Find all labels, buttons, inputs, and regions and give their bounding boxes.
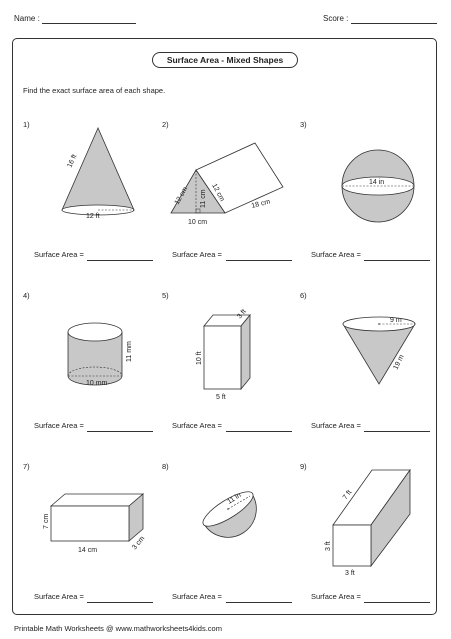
answer-field[interactable]: [364, 602, 430, 603]
cone-slant-label: 16 ft: [66, 153, 78, 168]
answer-field[interactable]: [364, 260, 430, 261]
answer-field[interactable]: [364, 431, 430, 432]
problem-number: 3): [300, 120, 307, 129]
problem-number: 7): [23, 462, 30, 471]
answer-field[interactable]: [226, 602, 292, 603]
horizontal-prism-figure: 7 cm 14 cm 3 cm: [43, 493, 146, 554]
oblique-prism-figure: 7 ft 3 ft 3 ft: [325, 468, 411, 577]
answer-label: Surface Area =: [34, 592, 84, 601]
cone-figure: 16 ft 12 ft: [61, 127, 135, 220]
problem-number: 4): [23, 291, 30, 300]
answer-label: Surface Area =: [311, 592, 361, 601]
problem-number: 2): [162, 120, 169, 129]
prism-length-label: 14 cm: [78, 547, 97, 554]
problem-number: 9): [300, 462, 307, 471]
score-label: Score :: [323, 14, 349, 23]
answer-label: Surface Area =: [172, 250, 222, 259]
problem-number: 6): [300, 291, 307, 300]
answer-label: Surface Area =: [311, 250, 361, 259]
prism-length-label: 7 ft: [342, 489, 353, 501]
answer-label: Surface Area =: [311, 421, 361, 430]
prism-height-label: 10 ft: [196, 351, 203, 365]
cylinder-figure: 11 mm 10 mm: [67, 322, 133, 387]
prism-width-label: 5 ft: [216, 394, 226, 401]
answer-label: Surface Area =: [172, 592, 222, 601]
inverted-cone-figure: 9 m 19 m: [342, 316, 416, 385]
answer-field[interactable]: [87, 602, 153, 603]
prism-width-label: 3 ft: [345, 570, 355, 577]
worksheet-title: Surface Area - Mixed Shapes: [152, 52, 298, 68]
prism-depth-label: 3 ft: [236, 308, 248, 320]
answer-label: Surface Area =: [34, 421, 84, 430]
sphere-diameter-label: 14 in: [369, 179, 384, 186]
prism-height-label: 7 cm: [43, 514, 50, 529]
cone-radius-label: 9 m: [390, 317, 402, 324]
score-field[interactable]: [351, 23, 437, 24]
problem-number: 5): [162, 291, 169, 300]
answer-field[interactable]: [226, 431, 292, 432]
answer-label: Surface Area =: [34, 250, 84, 259]
prism-height-label: 11 cm: [200, 189, 207, 208]
instructions: Find the exact surface area of each shap…: [23, 86, 166, 95]
name-field[interactable]: [42, 23, 136, 24]
triangular-prism-figure: 12 cm 11 cm 12 cm 10 cm 18 cm: [170, 142, 284, 226]
answer-field[interactable]: [226, 260, 292, 261]
cylinder-diameter-label: 10 mm: [86, 380, 108, 387]
sphere-figure: 14 in: [341, 149, 415, 223]
problem-number: 8): [162, 462, 169, 471]
prism-height-label: 3 ft: [325, 541, 332, 551]
prism-base-label: 10 cm: [188, 219, 207, 226]
cylinder-height-label: 11 mm: [126, 341, 133, 362]
footer-credit[interactable]: Printable Math Worksheets @ www.mathwork…: [14, 624, 222, 633]
worksheet-frame: [12, 38, 437, 615]
cone-diameter-label: 12 ft: [86, 213, 100, 220]
answer-field[interactable]: [87, 431, 153, 432]
problem-number: 1): [23, 120, 30, 129]
answer-field[interactable]: [87, 260, 153, 261]
answer-label: Surface Area =: [172, 421, 222, 430]
hemisphere-figure: 11 in: [202, 491, 257, 538]
name-label: Name :: [14, 14, 40, 23]
upright-prism-figure: 3 ft 10 ft 5 ft: [196, 308, 251, 401]
prism-length-label: 18 cm: [251, 198, 271, 209]
